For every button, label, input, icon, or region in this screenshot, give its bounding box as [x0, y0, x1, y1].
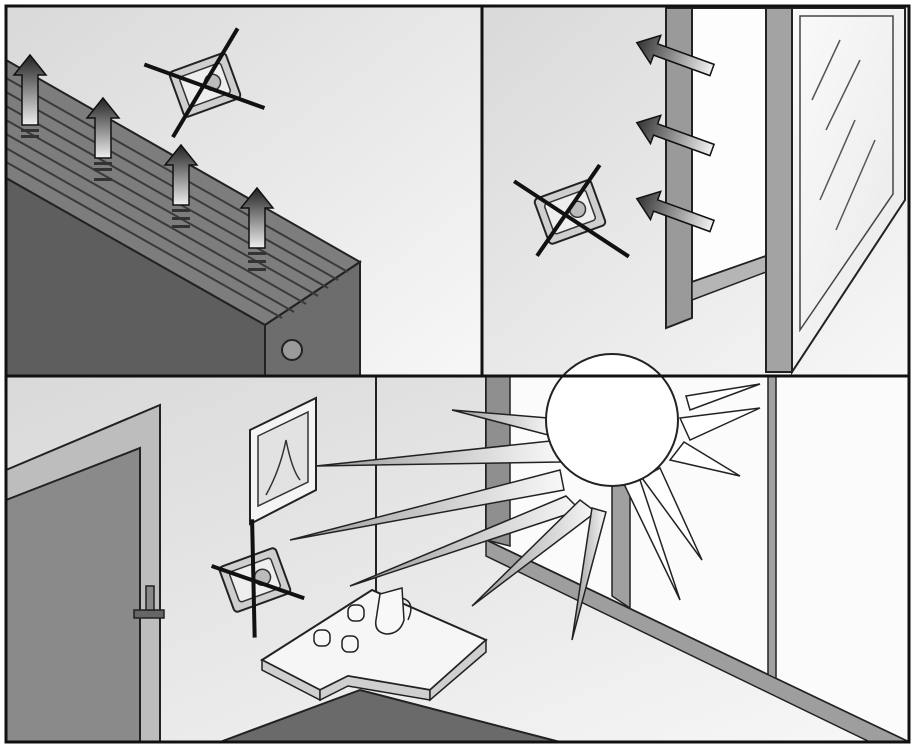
heat-arrows [12, 53, 275, 271]
radiator-knob [281, 339, 303, 361]
window-frame-left [665, 7, 693, 330]
sun-icon [545, 353, 761, 601]
corner-table [259, 588, 488, 702]
sunlight-panel [5, 353, 910, 744]
radiator-panel [5, 6, 482, 377]
thermostat-crossed-icon [513, 163, 630, 259]
thermostat-crossed-icon [210, 519, 305, 638]
jug-and-glasses [313, 587, 412, 653]
thermostat-crossed-icon [143, 27, 266, 139]
wall-picture [249, 396, 317, 526]
panel-frame [4, 4, 911, 744]
door-handle [133, 609, 165, 619]
window-glass [791, 7, 906, 376]
sun-rays [289, 409, 607, 641]
draft-arrows [635, 34, 716, 233]
door [5, 446, 141, 743]
window-sash [765, 7, 793, 373]
window-draft-panel [482, 6, 909, 376]
